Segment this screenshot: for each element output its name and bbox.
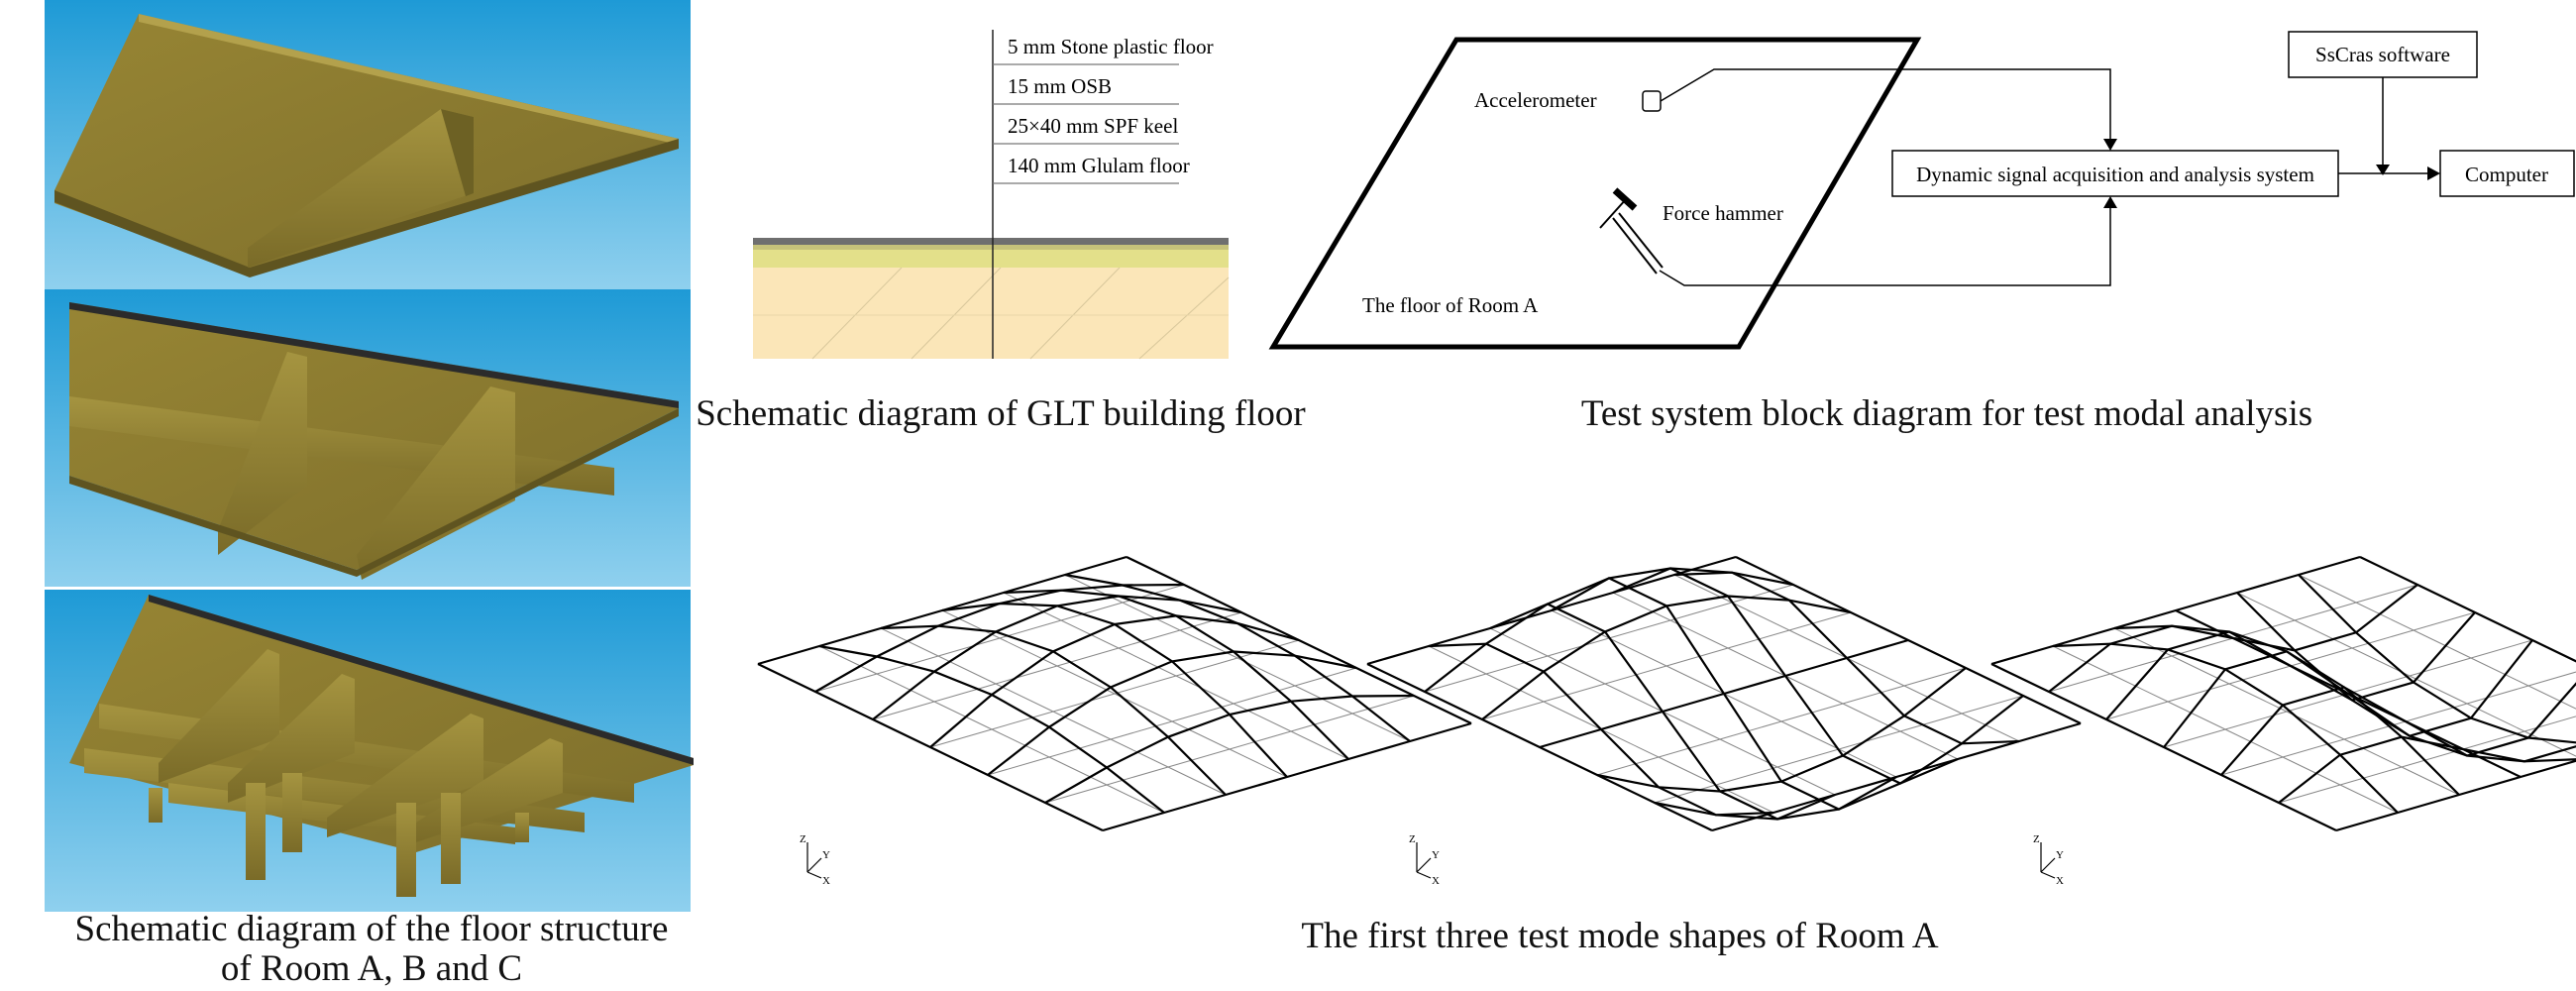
axis-label-z: Z xyxy=(800,833,806,845)
osb-layer xyxy=(753,244,1229,250)
deformed-grid xyxy=(1366,555,2082,832)
undeformed-grid xyxy=(1990,556,2576,831)
mode-shape-3: Z Y X xyxy=(1990,555,2576,887)
axis-label-y: Y xyxy=(1432,849,1440,861)
daq-box xyxy=(1891,150,2339,197)
mode-shapes-caption: The first three test mode shapes of Room… xyxy=(1301,916,1939,956)
mode-shape-2: Z Y X xyxy=(1366,555,2082,887)
axis-label-x: X xyxy=(1432,875,1440,887)
axis-label-x: X xyxy=(822,875,830,887)
layer-label-osb: 15 mm OSB xyxy=(1008,74,1112,98)
force-hammer-icon xyxy=(1599,187,1664,275)
axis-triad-icon: Z Y X xyxy=(2033,833,2064,887)
deformed-grid xyxy=(1990,555,2576,832)
mode-shapes: Z Y X Z Y X Z Y X xyxy=(757,555,2576,887)
caption-line-2: of Room A, B and C xyxy=(220,948,523,989)
axis-label-z: Z xyxy=(1409,833,1416,845)
axis-label-y: Y xyxy=(822,849,830,861)
caption-line-1: Schematic diagram of the floor structure xyxy=(74,909,669,949)
room-a-render xyxy=(45,0,691,289)
software-label: SsCras software xyxy=(2315,43,2450,66)
room-b-render xyxy=(45,289,691,587)
daq-label: Dynamic signal acquisition and analysis … xyxy=(1916,163,2314,186)
floor-label: The floor of Room A xyxy=(1362,293,1539,317)
layer-label-glulam: 140 mm Glulam floor xyxy=(1008,154,1190,177)
computer-label: Computer xyxy=(2465,163,2548,186)
keel-layer xyxy=(753,250,1229,268)
software-box xyxy=(2288,31,2478,78)
stone-layer xyxy=(753,238,1229,245)
test-system-caption: Test system block diagram for test modal… xyxy=(1580,393,2313,434)
axis-triad-icon: Z Y X xyxy=(800,833,830,887)
force-hammer-label: Force hammer xyxy=(1663,201,1783,225)
floor-structure-renders xyxy=(45,0,694,912)
mode-shape-1: Z Y X xyxy=(757,555,1472,887)
accelerometer-icon xyxy=(1642,90,1662,112)
layer-label-stone: 5 mm Stone plastic floor xyxy=(1008,35,1214,58)
glt-section-diagram: 5 mm Stone plastic floor 15 mm OSB 25×40… xyxy=(753,30,1230,360)
accelerometer-cable xyxy=(1660,68,2111,141)
test-system-diagram: Accelerometer Force hammer The floor of … xyxy=(1268,31,2575,350)
undeformed-grid xyxy=(757,556,1472,831)
room-c-render xyxy=(45,590,694,912)
axis-label-y: Y xyxy=(2056,849,2064,861)
hammer-cable xyxy=(1659,206,2111,286)
layer-label-keel: 25×40 mm SPF keel xyxy=(1008,114,1178,138)
floor-plate xyxy=(1268,37,1922,350)
computer-box xyxy=(2439,150,2575,197)
accelerometer-label: Accelerometer xyxy=(1474,88,1597,112)
deformed-grid xyxy=(757,555,1472,832)
axis-label-z: Z xyxy=(2033,833,2040,845)
axis-label-x: X xyxy=(2056,875,2064,887)
glulam-layer xyxy=(753,267,1230,360)
floor-structure-caption: Schematic diagram of the floor structure… xyxy=(0,910,743,989)
axis-triad-icon: Z Y X xyxy=(1409,833,1440,887)
glt-caption: Schematic diagram of GLT building floor xyxy=(696,393,1306,434)
